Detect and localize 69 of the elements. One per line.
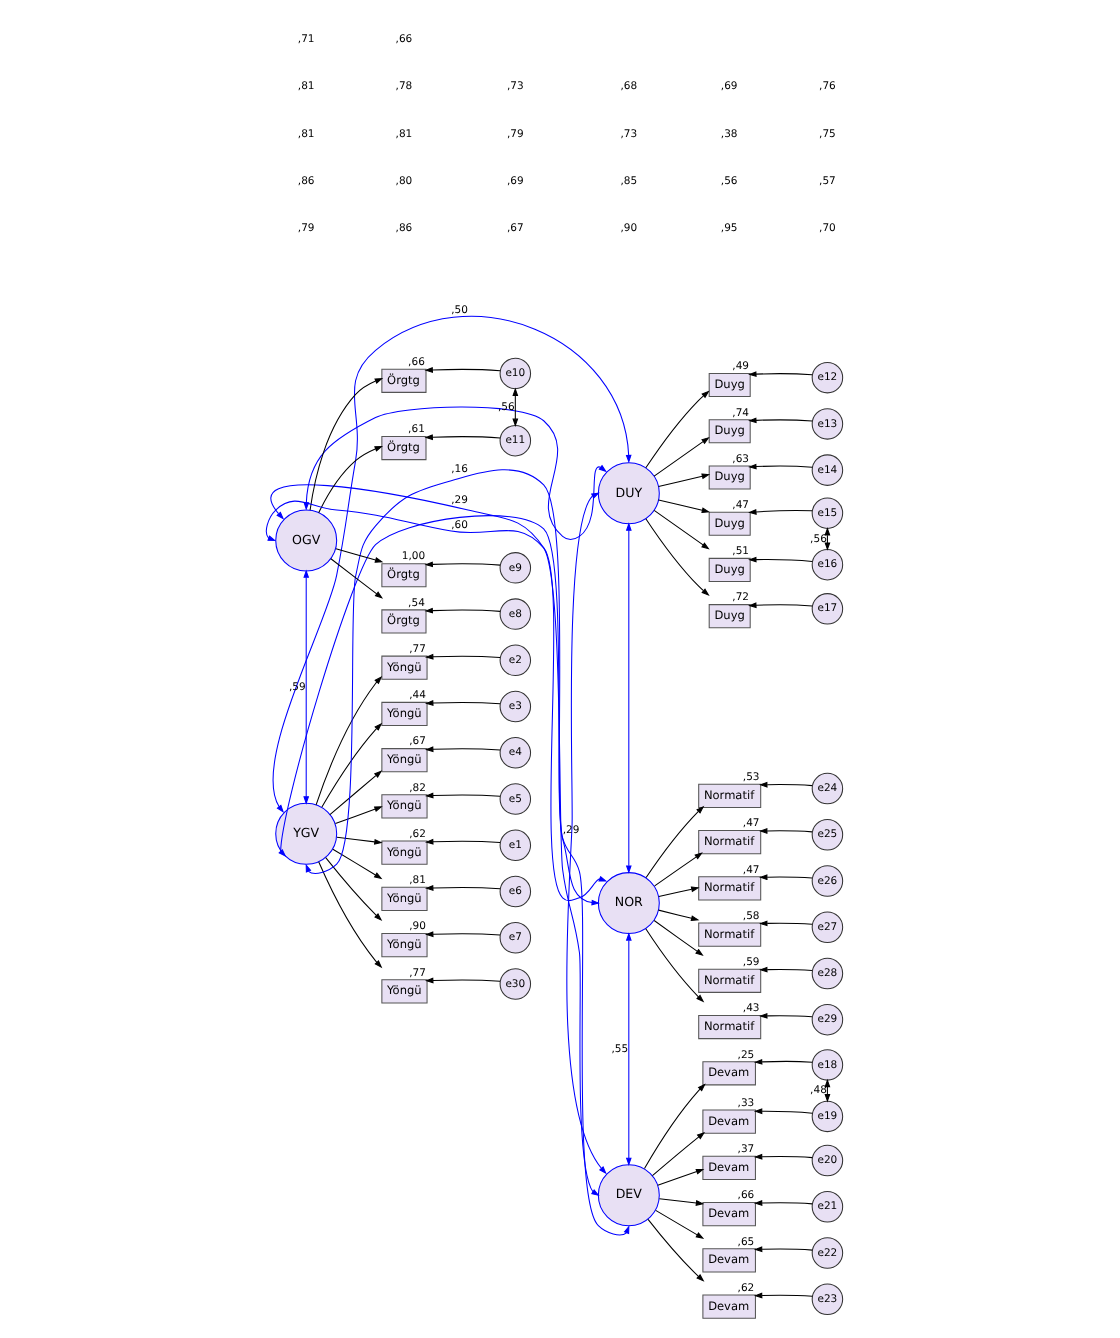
arrow	[424, 792, 500, 799]
arrow	[752, 1108, 812, 1115]
arrow	[329, 558, 383, 599]
arrow	[644, 390, 709, 469]
arrow	[333, 806, 382, 825]
arrow	[324, 857, 382, 921]
arrow	[747, 371, 812, 378]
arrow	[270, 484, 599, 1197]
arrow	[624, 522, 631, 874]
arrow	[423, 367, 500, 373]
arrow	[271, 316, 631, 813]
arrow	[646, 1218, 704, 1282]
arrow	[747, 509, 812, 515]
arrow	[752, 1153, 812, 1160]
arrow	[747, 463, 812, 470]
arrow	[657, 473, 710, 488]
arrow	[302, 569, 309, 805]
arrow	[511, 387, 518, 428]
arrow	[317, 861, 382, 969]
arrow	[328, 770, 382, 816]
arrow	[331, 848, 382, 880]
arrow	[747, 417, 812, 424]
arrow	[758, 874, 812, 881]
arrow	[644, 805, 704, 879]
arrow	[424, 700, 500, 706]
arrow	[424, 838, 500, 845]
arrow	[654, 1209, 704, 1239]
arrow	[752, 1246, 812, 1253]
arrow	[314, 675, 382, 806]
arrow	[657, 886, 699, 898]
arrow	[424, 931, 500, 938]
arrow	[758, 966, 812, 973]
arrow	[650, 1131, 705, 1177]
arrow	[424, 653, 500, 660]
arrow	[656, 1168, 704, 1186]
arrow	[652, 919, 703, 956]
arrow	[758, 781, 812, 788]
arrow	[657, 909, 699, 922]
arrow	[657, 499, 710, 514]
arrow	[642, 1083, 705, 1169]
arrow	[752, 1200, 812, 1206]
arrow	[423, 561, 500, 568]
arrow	[653, 852, 702, 887]
arrow	[624, 932, 631, 1167]
arrow	[752, 1058, 812, 1065]
arrow	[317, 445, 382, 514]
arrow	[304, 469, 629, 1236]
arrow	[747, 556, 812, 563]
arrow	[644, 518, 709, 596]
arrow	[423, 434, 500, 441]
arrow	[423, 607, 500, 614]
arrow	[752, 1292, 812, 1299]
arrow	[335, 836, 382, 845]
arrow	[334, 548, 383, 563]
arrow	[657, 1198, 704, 1206]
arrow	[424, 885, 500, 891]
arrow	[302, 406, 606, 541]
arrow	[644, 928, 704, 1003]
arrow	[758, 1012, 812, 1019]
arrow	[320, 722, 382, 808]
arrow	[424, 746, 500, 753]
arrow	[758, 920, 812, 927]
arrow	[652, 436, 709, 477]
arrow	[565, 492, 606, 1175]
arrow	[747, 602, 812, 609]
arrow	[424, 977, 500, 984]
arrow	[652, 509, 709, 550]
arrow	[758, 827, 812, 834]
arrow	[308, 378, 383, 511]
